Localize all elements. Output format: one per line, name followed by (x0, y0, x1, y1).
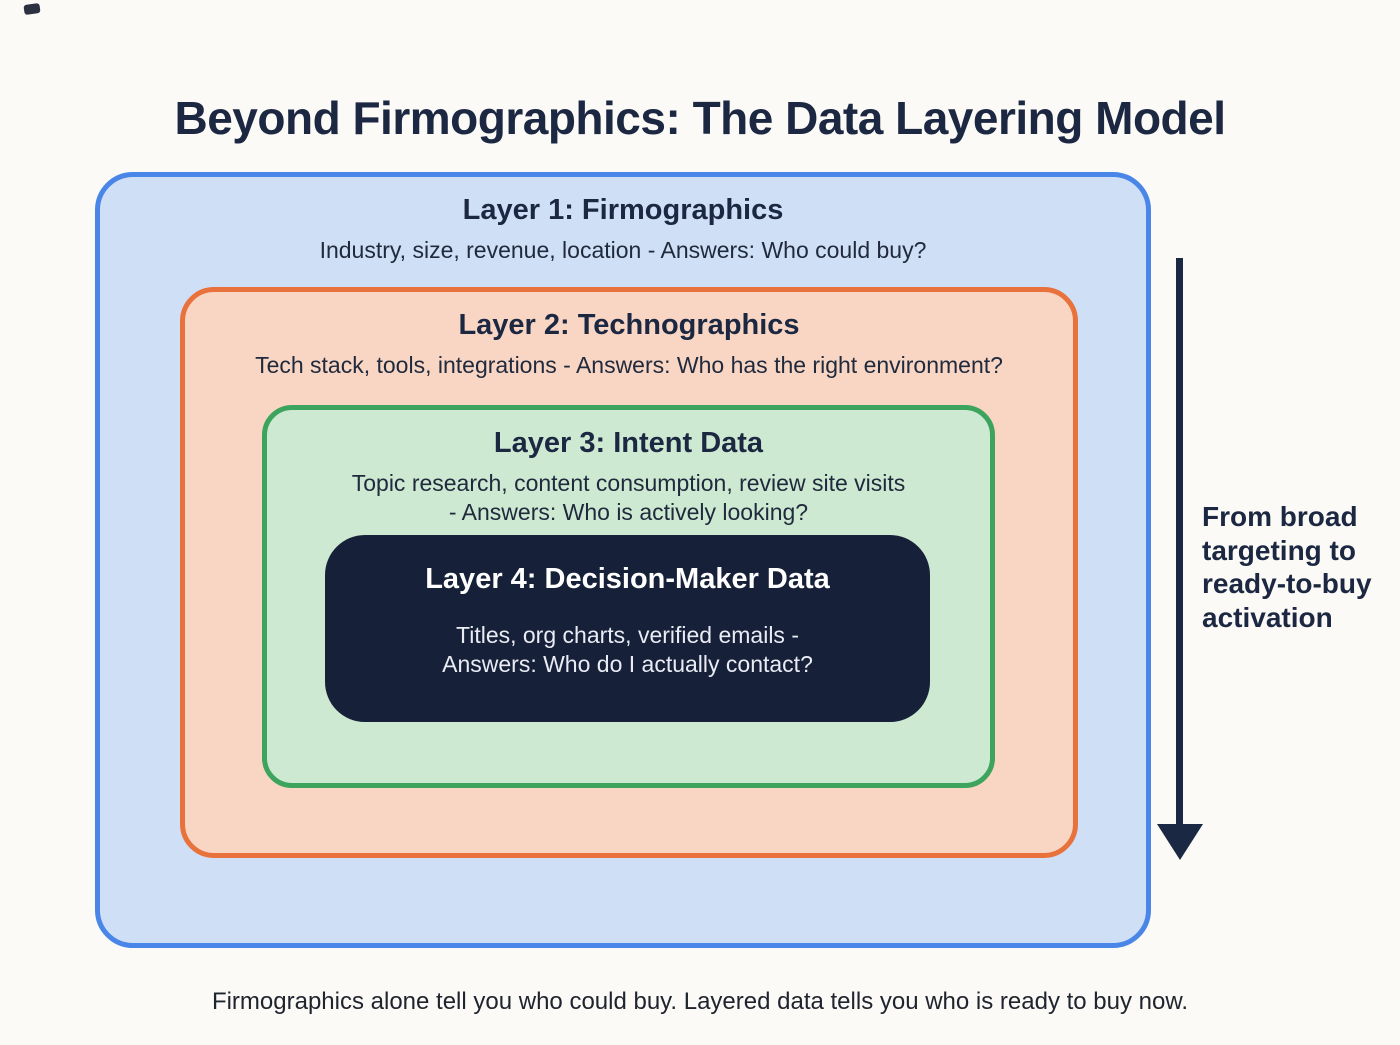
footer-caption: Firmographics alone tell you who could b… (211, 988, 1189, 1015)
layer-4-decision-maker-box: Layer 4: Decision-Maker Data Titles, org… (325, 535, 930, 722)
layer-3-description: Topic research, content consumption, rev… (351, 470, 906, 525)
layer-2-description: Tech stack, tools, integrations - Answer… (255, 352, 1003, 378)
page-title: Beyond Firmographics: The Data Layering … (174, 91, 1227, 144)
layer-2-technographics-box: Layer 2: Technographics Tech stack, tool… (180, 287, 1078, 858)
layer-4-heading: Layer 4: Decision-Maker Data (425, 563, 830, 595)
layer-3-heading: Layer 3: Intent Data (493, 427, 764, 459)
layer-1-heading: Layer 1: Firmographics (462, 194, 784, 226)
corner-artifact (23, 2, 41, 16)
layer-2-heading: Layer 2: Technographics (458, 309, 800, 341)
down-arrow-head-icon (1157, 824, 1203, 860)
down-arrow-shaft (1176, 258, 1183, 826)
layer-1-firmographics-box: Layer 1: Firmographics Industry, size, r… (95, 172, 1151, 948)
layer-4-description: Titles, org charts, verified emails - An… (442, 622, 813, 677)
layer-1-description: Industry, size, revenue, location - Answ… (319, 237, 927, 263)
layer-3-intent-data-box: Layer 3: Intent Data Topic research, con… (262, 405, 995, 788)
arrow-label: From broad targeting to ready-to-buy act… (1202, 501, 1372, 633)
